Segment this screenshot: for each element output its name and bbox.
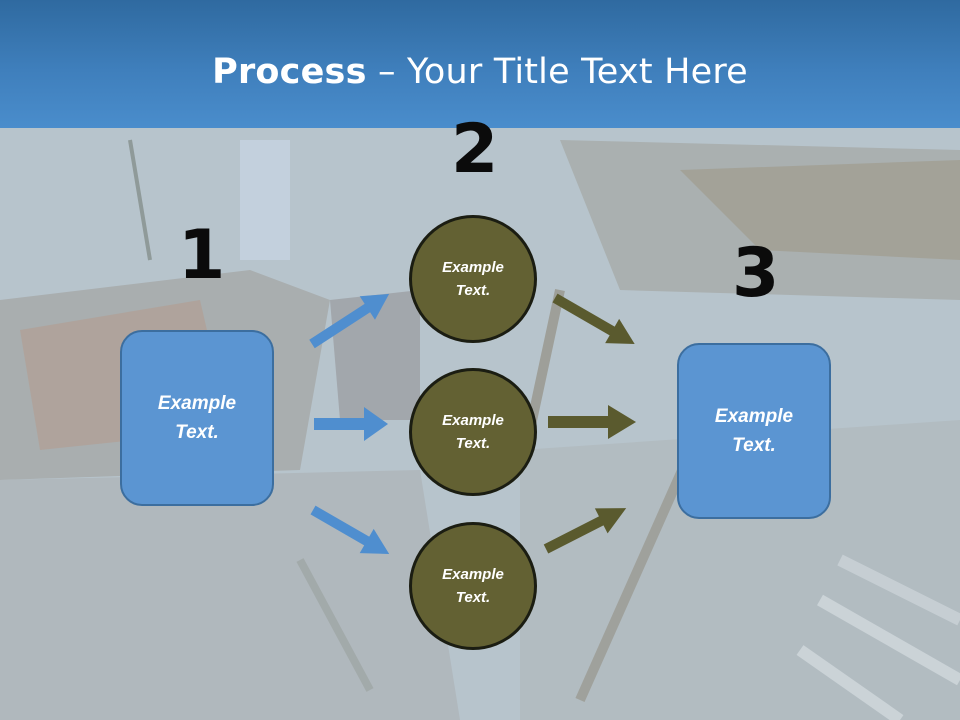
title-rest: – Your Title Text Here — [366, 52, 748, 92]
blue-arrow-up — [309, 293, 390, 349]
circle-middle-line2: Text. — [455, 435, 491, 452]
right-step-box: Example Text. — [677, 343, 831, 519]
olive-arrow-up — [543, 508, 627, 554]
circle-top-line2: Text. — [455, 282, 491, 299]
circle-middle: Example Text. — [409, 368, 537, 496]
left-box-line2: Text. — [175, 422, 219, 443]
blue-arrow-down — [310, 505, 390, 554]
olive-arrow-middle — [548, 405, 636, 439]
right-box-line2: Text. — [732, 435, 776, 456]
step-number-3: 3 — [732, 234, 780, 313]
slide-title: Process – Your Title Text Here — [0, 52, 960, 92]
left-box-line1: Example — [157, 393, 237, 414]
circle-middle-line1: Example — [442, 412, 504, 429]
step-number-1: 1 — [178, 216, 226, 295]
circle-bottom: Example Text. — [409, 522, 537, 650]
circle-top: Example Text. — [409, 215, 537, 343]
circle-bottom-line2: Text. — [455, 589, 491, 606]
left-step-box: Example Text. — [120, 330, 274, 506]
circle-top-line1: Example — [442, 259, 504, 276]
step-number-2: 2 — [451, 110, 499, 189]
blue-arrow-middle — [314, 407, 388, 441]
olive-arrow-down — [552, 293, 635, 344]
circle-bottom-line1: Example — [442, 566, 504, 583]
right-box-line1: Example — [714, 406, 794, 427]
title-bold: Process — [212, 52, 367, 92]
title-bar — [0, 0, 960, 128]
